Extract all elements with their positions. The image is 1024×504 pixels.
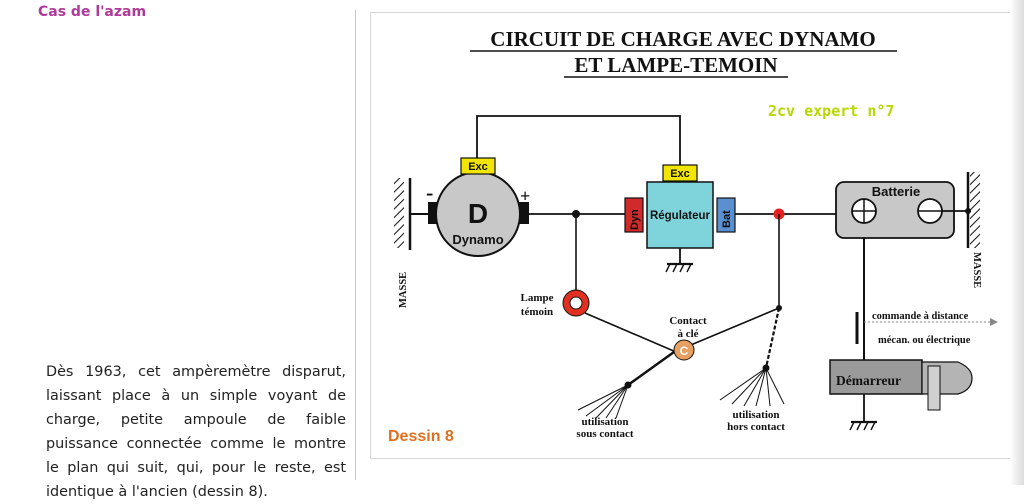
wire-lamp-contact xyxy=(584,312,677,353)
dynamo-exc-box xyxy=(460,157,496,175)
key-contact xyxy=(673,339,695,361)
regulator-ground-tick-2 xyxy=(672,263,678,273)
util-off-line1: utilisation xyxy=(732,409,779,421)
credit-text: 2cv expert n°7 xyxy=(768,102,894,120)
battery-label: Batterie xyxy=(872,184,920,199)
util-off-line2: hors contact xyxy=(727,421,785,433)
utilisation-off-fan xyxy=(719,367,785,407)
figure-title-line1: CIRCUIT DE CHARGE AVEC DYNAMO xyxy=(490,27,875,51)
regulator-bat-tab xyxy=(716,197,736,233)
regulator-dyn-tab xyxy=(624,197,644,233)
starter-ground-tick-2 xyxy=(856,421,862,431)
regulator-exc-box xyxy=(662,164,698,182)
masse-right-label: MASSE xyxy=(971,252,982,288)
scan-edge xyxy=(1010,0,1024,485)
remote-type-label: mécan. ou électrique xyxy=(878,335,971,346)
util-on-line2: sous contact xyxy=(576,428,633,440)
starter-ground-tick-3 xyxy=(863,421,869,431)
regulator-body xyxy=(646,181,714,249)
regulator-exc-label: Exc xyxy=(670,168,690,180)
regulator-dyn-label: Dyn xyxy=(629,209,641,230)
remote-command-arrow xyxy=(990,318,998,326)
starter-pinion xyxy=(927,365,941,411)
figure-title-line2: ET LAMPE-TEMOIN xyxy=(574,53,777,77)
remote-command-label: commande à distance xyxy=(872,311,969,322)
dynamo-plus-sign: + xyxy=(520,186,530,206)
contact-label-line1: Contact xyxy=(669,315,707,327)
wire-contact-utilisation xyxy=(627,350,675,387)
dynamo-label: Dynamo xyxy=(452,232,503,247)
regulator-bat-label: Bat xyxy=(721,210,733,228)
regulator-ground-tick-3 xyxy=(679,263,685,273)
starter-label: Démarreur xyxy=(836,373,901,388)
page-divider xyxy=(355,10,356,480)
ground-hatch-left xyxy=(394,178,404,248)
utilisation-on-fan xyxy=(577,384,629,419)
regulator-ground-tick-1 xyxy=(665,263,671,273)
key-contact-letter: C xyxy=(680,344,689,358)
figure-caption: Dessin 8 xyxy=(388,428,454,445)
dynamo-letter: D xyxy=(468,198,488,229)
regulator-ground-tick-4 xyxy=(686,263,692,273)
wire-exc xyxy=(476,115,681,166)
battery-body xyxy=(835,181,955,239)
contact-label-line2: à clé xyxy=(677,328,698,340)
wire-key-utilisation xyxy=(764,307,781,369)
header-note: Cas de l'azam xyxy=(38,4,147,20)
ground-hatch-right xyxy=(970,172,980,248)
warning-lamp-center xyxy=(569,296,583,310)
starter-ground-tick-1 xyxy=(849,421,855,431)
dynamo-exc-label: Exc xyxy=(468,161,488,173)
regulator-label: Régulateur xyxy=(650,210,711,222)
dynamo-minus-sign: - xyxy=(426,180,433,205)
masse-left-label: MASSE xyxy=(398,272,409,308)
starter-ground-tick-4 xyxy=(870,421,876,431)
wire-key-contact xyxy=(685,307,780,348)
lamp-label-line2: témoin xyxy=(521,306,553,318)
util-on-line1: utilisation xyxy=(581,416,628,428)
circuit-diagram: CIRCUIT DE CHARGE AVEC DYNAMO ET LAMPE-T… xyxy=(388,27,998,445)
lamp-label-line1: Lampe xyxy=(521,292,554,304)
